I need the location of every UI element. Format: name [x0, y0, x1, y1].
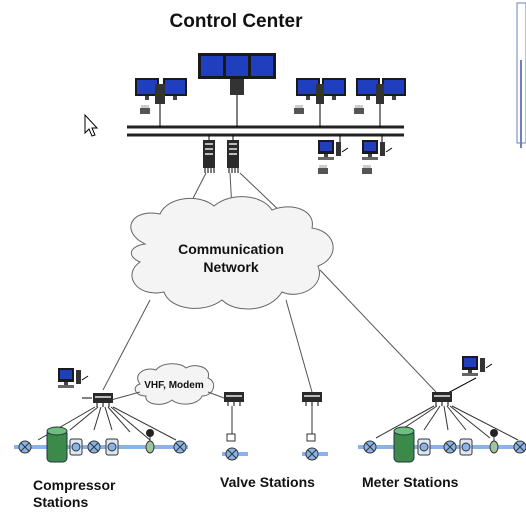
engineering-workstation: [317, 135, 349, 174]
operator-console-right: [356, 78, 406, 127]
mouse-cursor-icon: [84, 113, 99, 137]
scada-server-1: [202, 135, 216, 174]
compressor-station: [14, 367, 188, 463]
operator-console-mid: [296, 78, 346, 127]
radio-label: VHF, Modem: [144, 380, 204, 391]
video-wall: [198, 53, 276, 127]
scada-server-2: [226, 135, 240, 174]
meter-station: [358, 355, 526, 463]
radio-cloud: [134, 363, 215, 405]
title: Control Center: [170, 11, 304, 32]
valve-stations-label: Valve Stations: [220, 474, 315, 490]
network-to-station-links: [102, 269, 437, 393]
communication-network-cloud: [130, 196, 334, 310]
valve-station-b: [301, 391, 328, 461]
network-label-line1: Communication: [178, 241, 284, 257]
valve-station-a: [222, 391, 248, 461]
compressor-stations-line2: Stations: [33, 494, 88, 510]
network-label-line2: Network: [203, 259, 258, 275]
meter-stations-label: Meter Stations: [362, 474, 459, 490]
historian-workstation: [361, 135, 393, 174]
operator-console-left: [135, 78, 187, 127]
control-center-lan: [127, 125, 404, 137]
compressor-stations-line1: Compressor: [33, 477, 116, 493]
printer-icon: [354, 105, 364, 114]
printer-icon: [140, 105, 150, 114]
printer-icon: [294, 105, 304, 114]
